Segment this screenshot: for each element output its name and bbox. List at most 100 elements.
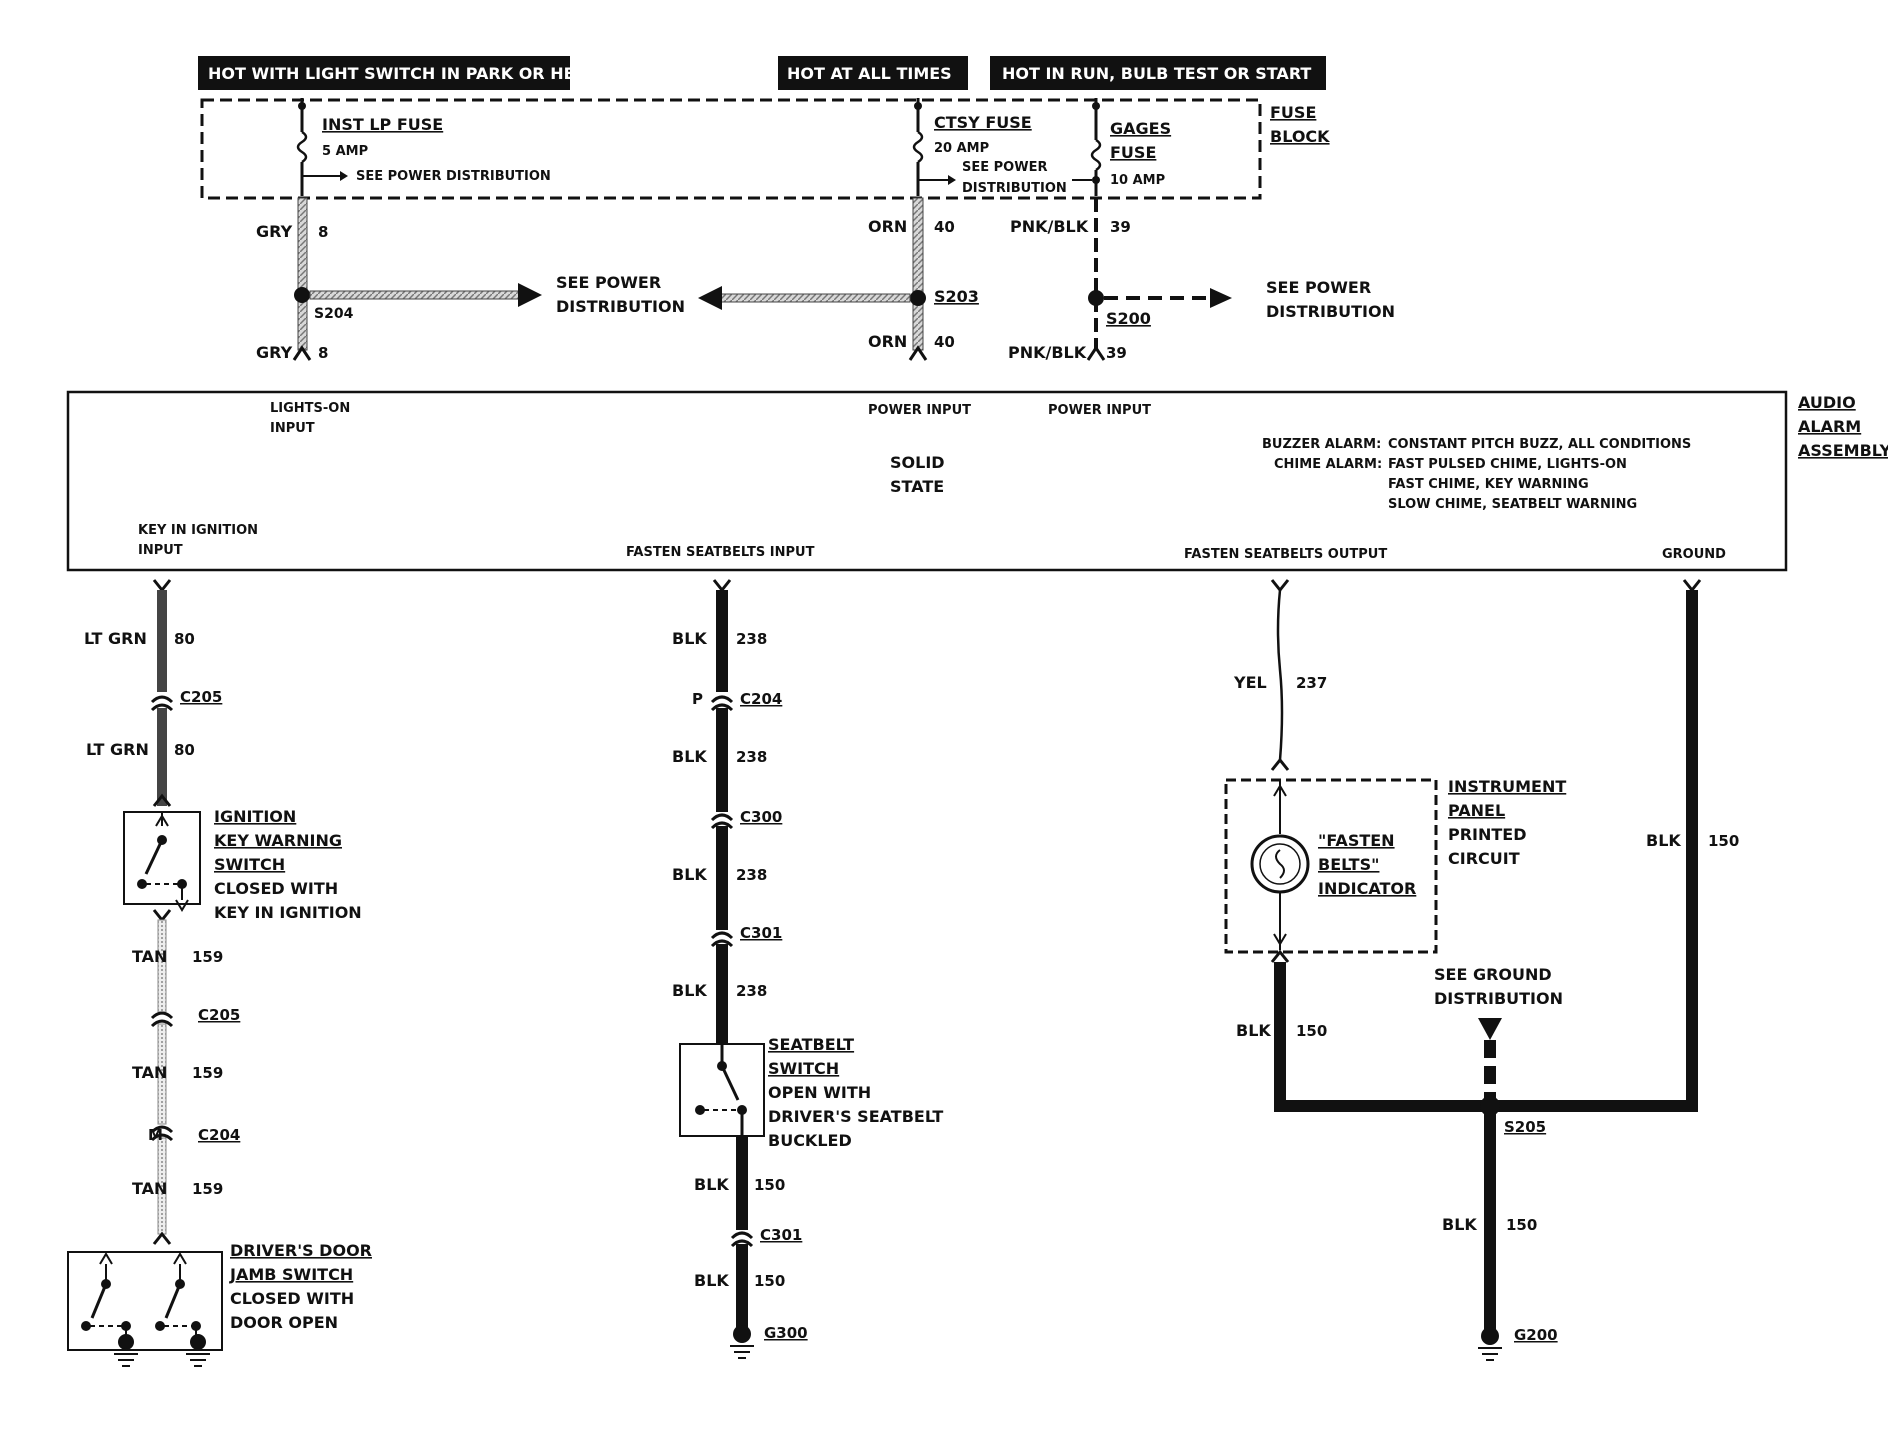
wire-gry-8: GRY 8 S204 GRY 8 SEE POWER DISTRIBUTION	[256, 197, 685, 362]
wire-num-8-bottom: 8	[318, 344, 328, 362]
wire-num-40-bottom: 40	[934, 333, 955, 351]
connector-c301-icon-2	[730, 1231, 754, 1248]
left-circuit: LT GRN 80 C205 LT GRN 80 IGNITION KEY WA…	[67, 579, 372, 1367]
gages-fuse-amp: 10 AMP	[1110, 173, 1165, 188]
splice-s200-icon	[1088, 290, 1104, 306]
splice-s204-icon	[294, 287, 310, 303]
wire-pnk-blk-39: PNK/BLK 39 S200 PNK/BLK 39 SEE POWER DIS…	[1008, 198, 1395, 362]
wire-color-pnk-top: PNK/BLK	[1010, 217, 1089, 236]
connector-c205-label-2: C205	[198, 1006, 240, 1024]
door-switch-label-1: DRIVER'S DOOR	[230, 1241, 372, 1260]
arrow-right-icon	[340, 171, 348, 181]
ground-g200-label: G200	[1514, 1326, 1558, 1344]
wire-num-8-top: 8	[318, 223, 328, 241]
wire-color-blk-r1: BLK	[1236, 1021, 1271, 1040]
door-switch-label-3: CLOSED WITH	[230, 1289, 354, 1308]
arrow-left-icon	[698, 286, 722, 310]
seatbelt-switch-label-1: SEATBELT	[768, 1035, 854, 1054]
seatbelt-switch-label-5: BUCKLED	[768, 1131, 852, 1150]
seatbelt-switch-label-2: SWITCH	[768, 1059, 839, 1078]
wire-num-238-2: 238	[736, 748, 767, 766]
drivers-door-jamb-switch	[67, 1251, 223, 1367]
header-all-times: HOT AT ALL TIMES	[778, 56, 968, 90]
arrow-down-icon	[1478, 1018, 1502, 1040]
fuse-block-label-2: BLOCK	[1270, 127, 1330, 146]
connector-icon	[152, 1231, 172, 1245]
seatbelt-switch	[679, 1043, 765, 1137]
ctsy-fuse-label: CTSY FUSE	[934, 113, 1032, 132]
wire-num-159-2: 159	[192, 1064, 223, 1082]
gages-fuse-label-1: GAGES	[1110, 119, 1171, 138]
wire-color-blk-r2: BLK	[1646, 831, 1681, 850]
fuse-symbol-icon	[1090, 138, 1102, 172]
splice-s200-label: S200	[1106, 309, 1151, 328]
arrow-right-icon	[1210, 288, 1232, 308]
connector-c204-icon	[710, 695, 734, 712]
fuse-symbol-icon	[296, 130, 308, 164]
ctsy-see-power-1: SEE POWER	[962, 160, 1047, 175]
wire-num-238-3: 238	[736, 866, 767, 884]
solid-state-1: SOLID	[890, 453, 945, 472]
instrument-panel-label-3: PRINTED	[1448, 825, 1527, 844]
ground-symbol-icon	[186, 1353, 210, 1367]
ctsy-fuse: CTSY FUSE 20 AMP SEE POWER DISTRIBUTION	[912, 98, 1067, 196]
ignition-switch-label-1: IGNITION	[214, 807, 296, 826]
key-in-ignition-2: INPUT	[138, 543, 183, 558]
wire-num-40-top: 40	[934, 218, 955, 236]
wire-color-lt-grn-1: LT GRN	[84, 629, 147, 648]
connector-c300-label: C300	[740, 808, 782, 826]
connector-icon	[152, 909, 172, 923]
connector-c300-icon	[710, 813, 734, 830]
right-circuit: YEL 237 "FASTEN BELTS" INDICATOR INSTRUM…	[1224, 579, 1739, 1361]
wire-num-39-top: 39	[1110, 218, 1131, 236]
ctsy-fuse-amp: 20 AMP	[934, 141, 989, 156]
wire-num-80-2: 80	[174, 741, 195, 759]
header-park-head: HOT WITH LIGHT SWITCH IN PARK OR HEAD	[198, 56, 600, 90]
see-power-left-1: SEE POWER	[556, 273, 661, 292]
wire-color-blk-r3: BLK	[1442, 1215, 1477, 1234]
inst-lp-fuse-label: INST LP FUSE	[322, 115, 443, 134]
wire-color-lt-grn-2: LT GRN	[86, 740, 149, 759]
header-park-head-text: HOT WITH LIGHT SWITCH IN PARK OR HEAD	[208, 64, 600, 83]
ground-g300-label: G300	[764, 1324, 808, 1342]
seatbelt-switch-label-3: OPEN WITH	[768, 1083, 871, 1102]
connector-icon	[152, 793, 172, 807]
fuse-block-label-1: FUSE	[1270, 103, 1316, 122]
wire-num-150-2: 150	[754, 1272, 785, 1290]
module-label-2: ALARM	[1798, 417, 1861, 436]
ground-symbol-icon	[1478, 1347, 1502, 1361]
wire-color-tan-1: TAN	[132, 947, 167, 966]
wire-color-gry-top: GRY	[256, 222, 293, 241]
see-power-right-2: DISTRIBUTION	[1266, 302, 1395, 321]
see-power-left-2: DISTRIBUTION	[556, 297, 685, 316]
connector-icon	[712, 579, 732, 593]
header-run-text: HOT IN RUN, BULB TEST OR START	[1002, 64, 1311, 83]
splice-s203-label: S203	[934, 287, 979, 306]
middle-circuit: BLK 238 P C204 BLK 238 C300 BLK 238 C301…	[672, 579, 943, 1359]
chime-alarm-label: CHIME ALARM:	[1274, 457, 1382, 472]
connector-c204-icon	[150, 1125, 174, 1142]
instrument-panel-printed-circuit	[1224, 778, 1438, 954]
wire-color-gry-bottom: GRY	[256, 343, 293, 362]
connector-c205-label-1: C205	[180, 688, 222, 706]
splice-s203-icon	[910, 290, 926, 306]
wire-num-238-1: 238	[736, 630, 767, 648]
wire-color-tan-3: TAN	[132, 1179, 167, 1198]
ignition-switch-label-5: KEY IN IGNITION	[214, 903, 362, 922]
instrument-panel-label-2: PANEL	[1448, 801, 1505, 820]
instrument-panel-label-4: CIRCUIT	[1448, 849, 1520, 868]
connector-m-label: M	[148, 1126, 163, 1144]
splice-s204-label: S204	[314, 306, 354, 322]
ground-symbol-icon	[730, 1345, 754, 1359]
audio-alarm-assembly: AUDIO ALARM ASSEMBLY LIGHTS-ON INPUT POW…	[66, 390, 1888, 572]
chime-alarm-2: FAST CHIME, KEY WARNING	[1388, 477, 1589, 492]
module-label-1: AUDIO	[1798, 393, 1856, 412]
fasten-seatbelts-input: FASTEN SEATBELTS INPUT	[626, 545, 815, 560]
wire-num-150-1: 150	[754, 1176, 785, 1194]
wire-color-blk-2: BLK	[672, 747, 707, 766]
connector-icon	[292, 345, 312, 361]
splice-s205-label: S205	[1504, 1118, 1546, 1136]
key-in-ignition-1: KEY IN IGNITION	[138, 523, 258, 538]
fuse-symbol-icon	[912, 130, 924, 164]
